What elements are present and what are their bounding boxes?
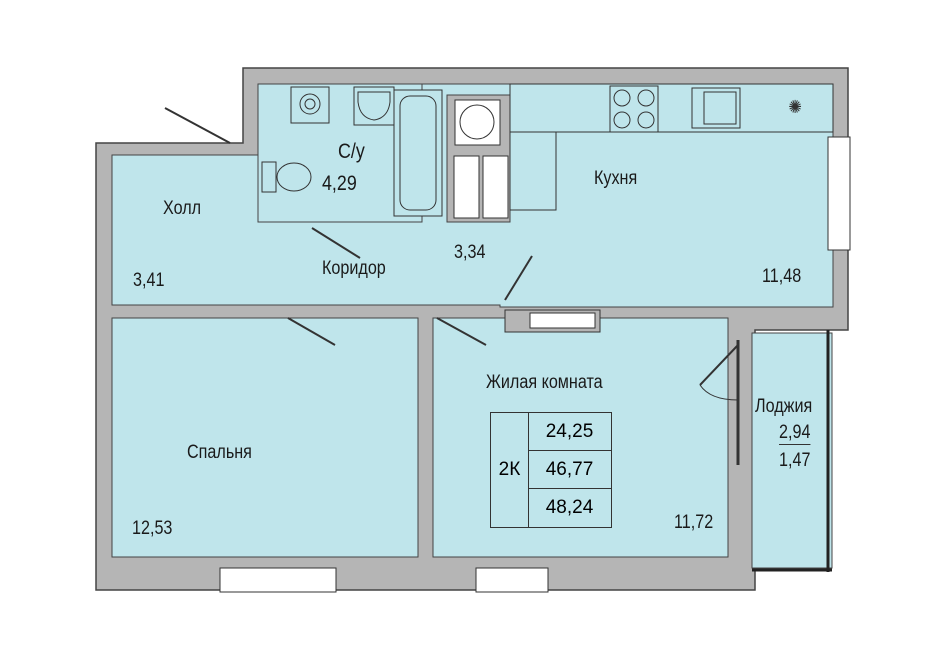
bedroom-floor xyxy=(111,317,419,558)
loggia-floor xyxy=(751,332,833,569)
loggia-area-reduced: 1,47 xyxy=(779,450,811,471)
sink xyxy=(353,86,395,126)
fan-icon: ✺ xyxy=(788,97,802,118)
boiler xyxy=(290,86,330,124)
apartment-type: 2К xyxy=(491,413,529,527)
bedroom-name: Спальня xyxy=(187,442,252,463)
bedroom-window[interactable] xyxy=(219,567,337,593)
corridor-area: 3,34 xyxy=(454,242,486,263)
corridor-name: Коридор xyxy=(322,258,386,279)
loggia-name: Лоджия xyxy=(755,396,813,417)
kitchen-area: 11,48 xyxy=(762,266,802,287)
living-area-total: 24,25 xyxy=(528,413,611,451)
living-area: 11,72 xyxy=(674,512,714,533)
bathroom-name: С/у xyxy=(338,140,365,163)
kitchen-name: Кухня xyxy=(594,168,638,189)
total-area: 46,77 xyxy=(528,451,611,489)
living-window[interactable] xyxy=(475,567,549,593)
living-name: Жилая комната xyxy=(486,372,603,393)
toilet xyxy=(261,161,312,193)
area-summary-table: 2К 24,25 46,77 48,24 xyxy=(490,412,612,528)
loggia-area: 2,94 xyxy=(779,422,811,445)
kitchen-sink xyxy=(691,87,741,129)
total-area-with-loggia: 48,24 xyxy=(545,497,594,518)
kitchen-window[interactable] xyxy=(827,136,851,251)
doors xyxy=(164,107,740,465)
stove xyxy=(609,85,659,133)
bedroom-area: 12,53 xyxy=(132,518,173,539)
bathroom-area: 4,29 xyxy=(322,172,357,195)
hall-area: 3,41 xyxy=(133,270,165,291)
living-floor xyxy=(432,317,729,558)
kitchen-counter xyxy=(509,83,834,133)
hall-name: Холл xyxy=(163,198,202,219)
